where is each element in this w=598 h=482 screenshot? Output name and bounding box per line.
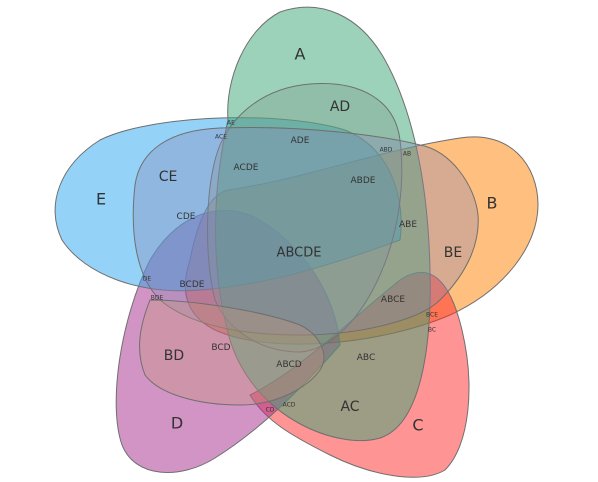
set-a-inner-band-shape [207,82,403,353]
region-label-acde: ACDE [234,163,259,173]
set-d-inner-band-shape [139,299,325,406]
region-label-bd: BD [164,348,184,364]
set-shapes [54,6,539,478]
region-label-ace: ACE [215,134,227,141]
region-label-abde: ABDE [351,176,376,186]
region-label-ab: AB [403,151,411,158]
region-label-be: BE [444,245,462,261]
set-label-e: E [96,190,106,209]
region-label-abd: ABD [380,147,393,154]
set-label-a: A [295,45,306,64]
region-labels: ABCDEADCEBEBDACADEABDEACDECDEABEBCDEABCE… [96,45,498,435]
region-label-ade: ADE [291,136,310,146]
region-label-abcde: ABCDE [277,246,322,261]
region-label-de: DE [143,276,152,283]
set-label-b: B [487,194,498,213]
region-label-ce: CE [159,169,178,185]
set-label-c: C [412,416,423,435]
region-label-abce: ABCE [381,295,405,305]
region-label-bcde: BCDE [180,280,205,290]
region-label-bde: BDE [151,295,164,302]
region-label-bce: BCE [426,312,438,319]
region-label-ae: AE [227,120,235,127]
region-label-bcd: BCD [211,343,230,353]
region-label-abe: ABE [399,220,417,230]
region-label-ad: AD [330,99,350,115]
region-label-acd: ACD [283,402,296,409]
region-label-cde: CDE [177,212,196,222]
region-label-abc: ABC [357,353,375,363]
region-label-bc: BC [428,327,436,334]
set-a-shape [215,6,431,442]
region-label-ac: AC [340,399,359,415]
set-label-d: D [171,414,183,433]
set-e-inner-band-shape [132,126,479,336]
region-label-cd: CD [266,407,275,414]
region-label-abcd: ABCD [276,360,301,370]
